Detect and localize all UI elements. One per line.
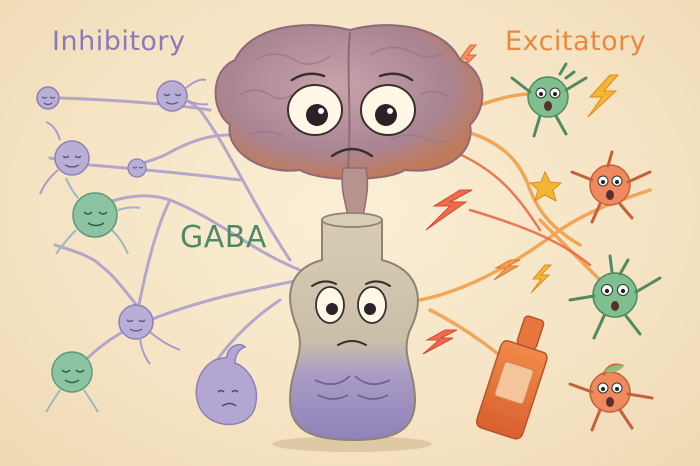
inhibitory-cell-4 <box>127 158 147 178</box>
gaba-label: GABA <box>180 220 267 255</box>
worried-brain-icon <box>214 24 484 180</box>
sad-bottle-icon <box>272 212 432 452</box>
excitatory-label: Excitatory <box>505 26 647 57</box>
excitatory-fibres-red <box>448 148 592 267</box>
inhibitory-cell-2 <box>156 78 209 112</box>
alcohol-bottle-icon <box>475 315 548 440</box>
gaba-green-cell <box>55 177 141 255</box>
inhibitory-neurons <box>48 94 302 382</box>
sad-inhibitory-blob <box>195 343 258 426</box>
star-icon <box>528 170 563 203</box>
excited-creature-green-2 <box>568 254 662 340</box>
inhibitory-cell-1 <box>36 86 60 110</box>
gaba-green-cell-2 <box>45 351 99 413</box>
red-spark-icons <box>422 189 521 355</box>
lightning-bolt-icon <box>459 44 620 294</box>
inhibitory-cell-5 <box>118 304 181 365</box>
inhibitory-cell-3 <box>39 121 90 195</box>
excited-creature-orange-2 <box>568 363 654 432</box>
inhibitory-label: Inhibitory <box>52 26 186 57</box>
excited-creature-orange-1 <box>570 150 652 224</box>
excited-creature-green-1 <box>510 62 588 138</box>
